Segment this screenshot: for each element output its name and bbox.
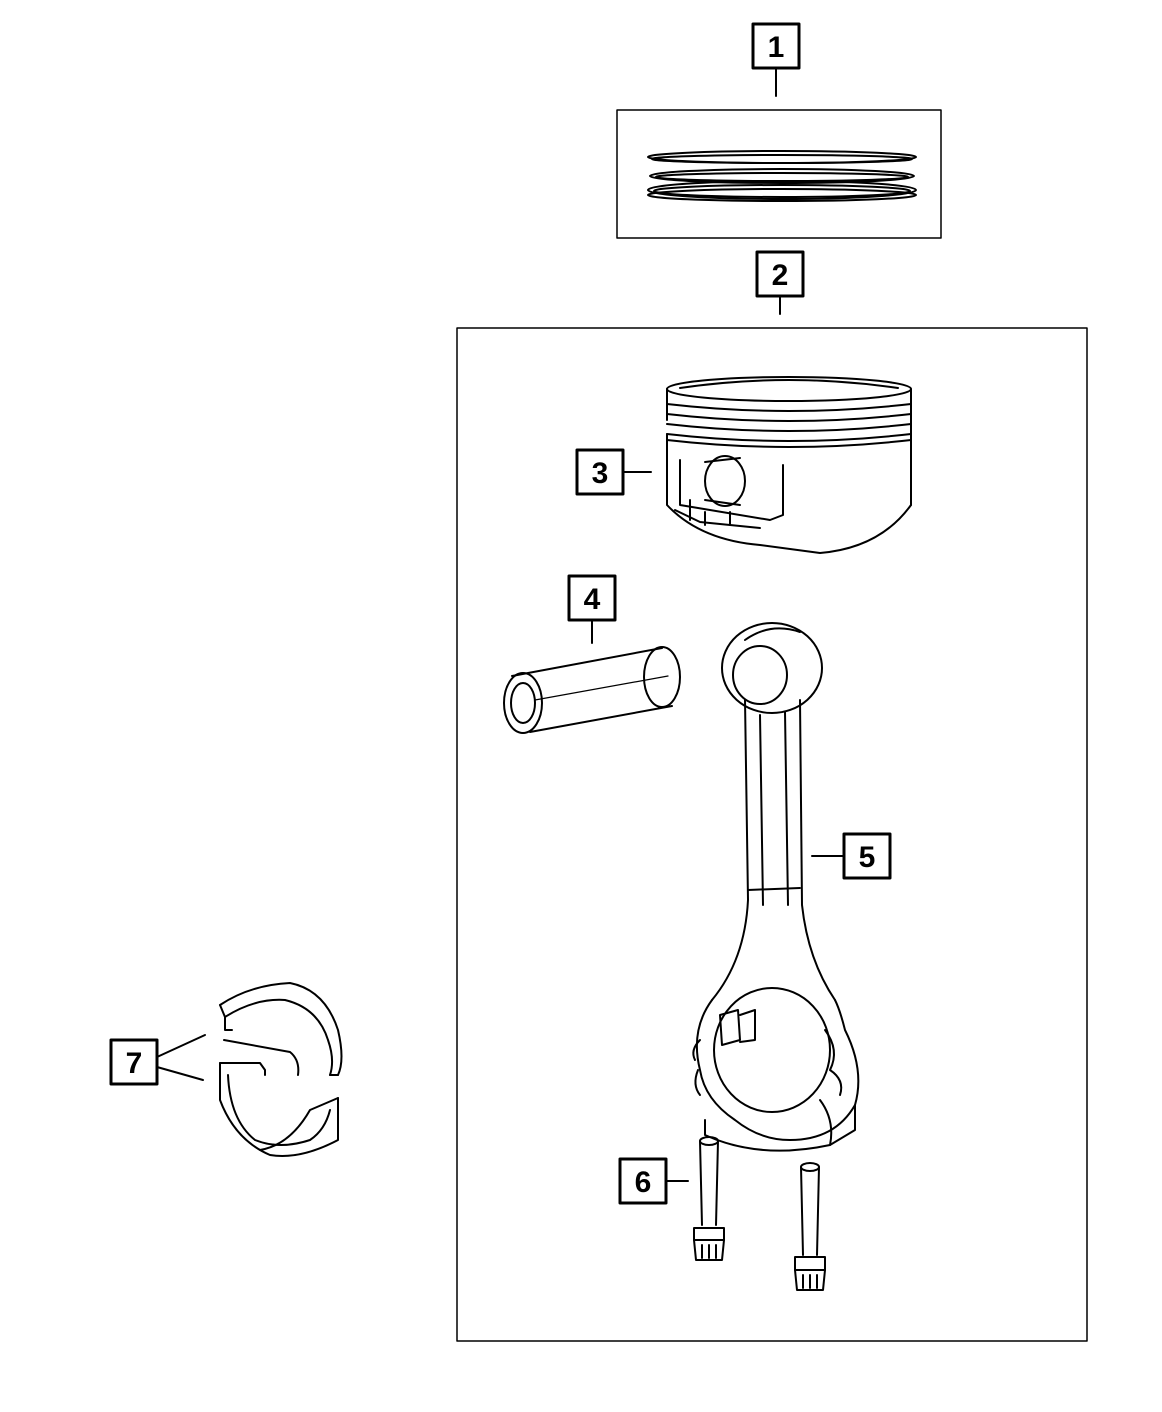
piston-rings-drawing — [647, 150, 917, 202]
callout-3-label: 3 — [592, 457, 609, 490]
callout-7-leader — [156, 1034, 206, 1081]
callout-1-label: 1 — [768, 31, 785, 64]
callout-1[interactable]: 1 — [751, 22, 801, 70]
callout-2[interactable]: 2 — [755, 250, 805, 298]
ring-set-box — [616, 109, 942, 239]
callout-4[interactable]: 4 — [567, 574, 617, 622]
piston-drawing — [666, 376, 912, 554]
callout-5[interactable]: 5 — [842, 832, 892, 880]
callout-7[interactable]: 7 — [109, 1038, 159, 1086]
piston-pin-drawing — [503, 646, 681, 734]
callout-3[interactable]: 3 — [575, 448, 625, 496]
callout-7-label: 7 — [126, 1047, 143, 1080]
callout-5-label: 5 — [859, 841, 876, 874]
connecting-rod-drawing — [692, 622, 860, 1152]
rod-bearing-shells-drawing — [219, 982, 343, 1157]
rod-bolt-left-drawing — [693, 1136, 725, 1261]
callout-6[interactable]: 6 — [618, 1157, 668, 1205]
callout-2-label: 2 — [772, 259, 789, 292]
callout-6-label: 6 — [635, 1166, 652, 1199]
assembly-box — [456, 327, 1088, 1342]
callout-4-label: 4 — [584, 583, 601, 616]
rod-bolt-right-drawing — [794, 1162, 826, 1291]
